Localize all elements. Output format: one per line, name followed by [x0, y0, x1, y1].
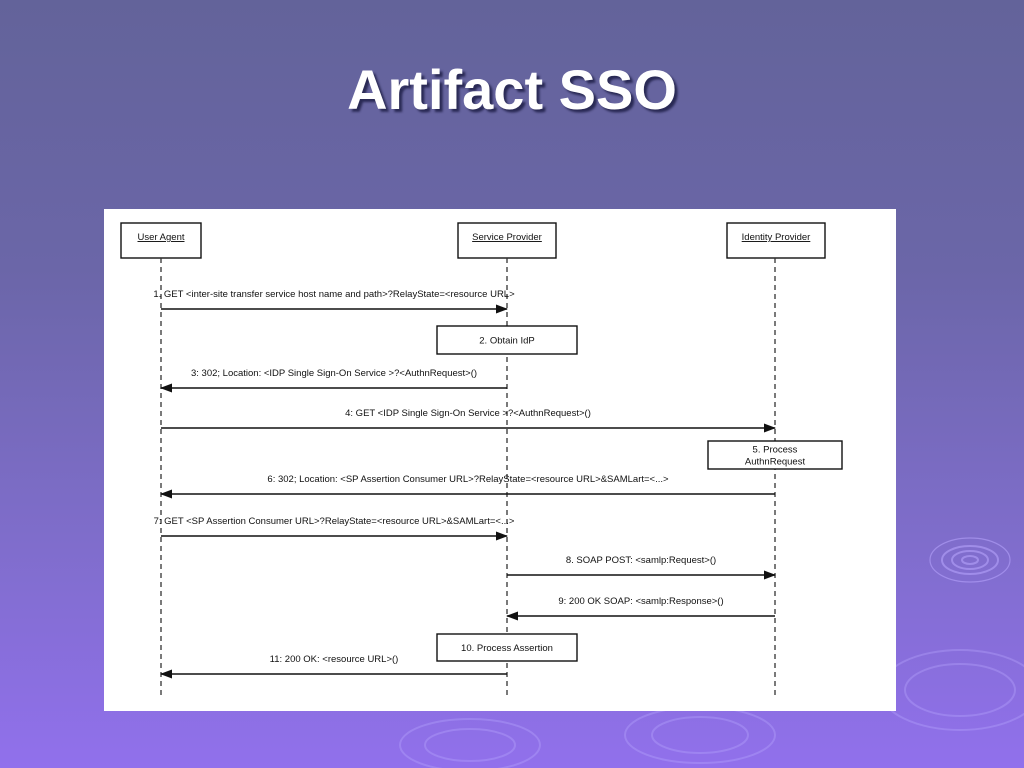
message-3: 4: GET <IDP Single Sign-On Service >?<Au… — [161, 408, 776, 433]
activity-label: 2. Obtain IdP — [479, 336, 534, 347]
activity-box: 2. Obtain IdP — [436, 325, 578, 355]
participant-idp: Identity Provider — [726, 222, 826, 259]
participant-label: User Agent — [138, 232, 185, 243]
message-label: 6: 302; Location: <SP Assertion Consumer… — [267, 474, 669, 485]
sequence-diagram: User Agent Service Provider Identity Provi… — [120, 222, 843, 699]
message-label: 7: GET <SP Assertion Consumer URL>?Relay… — [154, 516, 515, 527]
message-1: 1. GET <inter-site transfer service host… — [153, 289, 515, 314]
activity-label: 5. Process — [753, 445, 798, 456]
participant-box — [120, 222, 202, 259]
message-2: 3: 302; Location: <IDP Single Sign-On Se… — [160, 368, 507, 393]
activity-rect — [436, 325, 578, 355]
slide-title: Artifact SSO — [347, 58, 677, 121]
message-label: 1. GET <inter-site transfer service host… — [153, 289, 515, 300]
activity-rect — [707, 440, 843, 470]
participant-label: Identity Provider — [742, 232, 811, 243]
activity-box: 10. Process Assertion — [436, 633, 578, 662]
activity-label: 10. Process Assertion — [461, 643, 553, 654]
message-label: 3: 302; Location: <IDP Single Sign-On Se… — [191, 368, 477, 379]
activity-rect — [436, 633, 578, 662]
message-label: 11: 200 OK: <resource URL>() — [270, 654, 399, 665]
message-label: 9: 200 OK SOAP: <samlp:Response>() — [558, 596, 723, 607]
message-8: 11: 200 OK: <resource URL>() — [160, 654, 507, 679]
message-6: 8. SOAP POST: <samlp:Request>() — [507, 555, 776, 580]
message-4: 6: 302; Location: <SP Assertion Consumer… — [160, 474, 775, 499]
sequence-diagram-panel: User Agent Service Provider Identity Provi… — [104, 209, 896, 711]
message-label: 4: GET <IDP Single Sign-On Service >?<Au… — [345, 408, 591, 419]
participant-box — [726, 222, 826, 259]
participant-ua: User Agent — [120, 222, 202, 259]
participant-label: Service Provider — [472, 232, 542, 243]
message-label: 8. SOAP POST: <samlp:Request>() — [566, 555, 716, 566]
activity-label: AuthnRequest — [745, 457, 806, 468]
message-5: 7: GET <SP Assertion Consumer URL>?Relay… — [154, 516, 515, 541]
message-7: 9: 200 OK SOAP: <samlp:Response>() — [506, 596, 775, 621]
participant-sp: Service Provider — [457, 222, 557, 259]
